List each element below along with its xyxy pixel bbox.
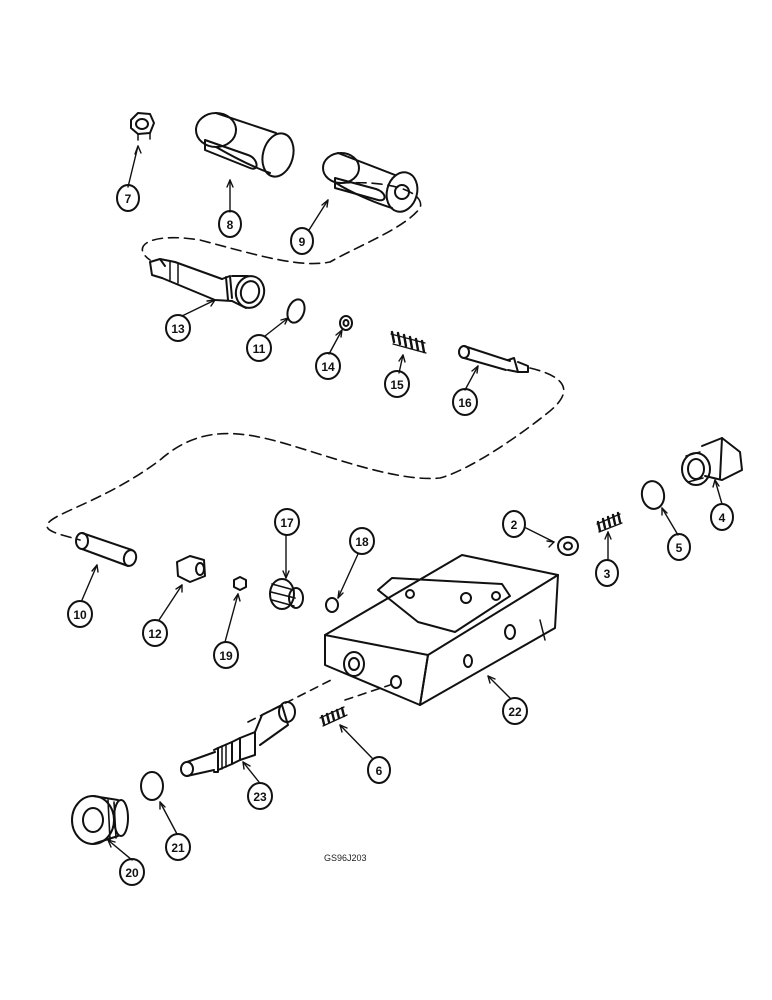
- callout-label-14: 14: [321, 360, 335, 374]
- part-13-spool-body: [149, 258, 266, 309]
- callout-label-11: 11: [253, 342, 266, 356]
- part-2-washer: [557, 536, 579, 556]
- assembly-path-middle: [46, 367, 565, 541]
- part-20-plug: [71, 795, 129, 845]
- callout-10: 10: [67, 600, 93, 628]
- part-23-valve-spool: [180, 701, 296, 777]
- callout-label-7: 7: [125, 192, 132, 206]
- part-4-plug-fitting: [681, 437, 743, 486]
- callout-6: 6: [367, 756, 391, 784]
- part-19-ball: [233, 576, 247, 591]
- callout-label-4: 4: [719, 511, 726, 525]
- part-16-pin: [458, 345, 529, 373]
- callout-label-13: 13: [171, 322, 185, 336]
- callout-16: 16: [452, 388, 478, 416]
- callout-label-2: 2: [511, 518, 518, 532]
- part-7-nut: [130, 112, 155, 141]
- assembly-path-valve-block: [247, 677, 391, 723]
- callout-label-17: 17: [280, 516, 294, 530]
- callout-22: 22: [502, 697, 528, 725]
- callout-label-18: 18: [355, 535, 369, 549]
- callout-label-16: 16: [458, 396, 472, 410]
- callout-label-12: 12: [148, 627, 162, 641]
- callout-18: 18: [349, 527, 375, 555]
- part-15-spring: [390, 330, 427, 354]
- part-11-o-ring: [286, 298, 306, 324]
- part-17-threaded-insert: [269, 578, 304, 610]
- part-22-valve-block: [324, 554, 559, 706]
- callout-label-5: 5: [676, 541, 683, 555]
- callout-label-21: 21: [171, 841, 185, 855]
- callout-2: 2: [502, 510, 526, 538]
- callout-13: 13: [165, 314, 191, 342]
- callout-11: 11: [246, 334, 272, 362]
- callout-17: 17: [274, 508, 300, 536]
- callout-label-22: 22: [508, 705, 522, 719]
- part-9-bored-sleeve: [322, 152, 419, 213]
- part-6-set-screw: [319, 706, 348, 727]
- part-21-o-ring: [140, 771, 164, 801]
- leader-lines: [81, 145, 723, 861]
- callout-label-10: 10: [73, 608, 87, 622]
- callout-label-19: 19: [219, 649, 233, 663]
- callout-label-9: 9: [299, 235, 306, 249]
- reference-code: GS96J203: [324, 853, 367, 863]
- callout-4: 4: [710, 503, 734, 531]
- part-3-small-spring: [596, 511, 623, 533]
- part-5-o-ring: [640, 480, 666, 510]
- callout-5: 5: [667, 533, 691, 561]
- callout-label-15: 15: [390, 378, 404, 392]
- callout-9: 9: [290, 227, 314, 255]
- callout-21: 21: [165, 833, 191, 861]
- callout-label-20: 20: [125, 866, 139, 880]
- part-18-o-ring: [325, 597, 339, 613]
- part-12-fitting: [176, 555, 206, 583]
- callout-15: 15: [384, 370, 410, 398]
- part-14-small-nut: [339, 315, 353, 331]
- callout-label-6: 6: [376, 764, 383, 778]
- callout-14: 14: [315, 352, 341, 380]
- callout-19: 19: [213, 641, 239, 669]
- callout-label-8: 8: [227, 218, 234, 232]
- part-10-cylinder-pin: [75, 532, 138, 567]
- assembly-path-upper: [141, 181, 422, 265]
- callout-23: 23: [247, 782, 273, 810]
- callout-3: 3: [595, 559, 619, 587]
- callout-20: 20: [119, 858, 145, 886]
- callout-7: 7: [116, 184, 140, 212]
- callout-label-3: 3: [604, 567, 611, 581]
- callout-12: 12: [142, 619, 168, 647]
- callout-label-23: 23: [253, 790, 267, 804]
- part-8-slotted-sleeve: [195, 112, 295, 178]
- callout-8: 8: [218, 210, 242, 238]
